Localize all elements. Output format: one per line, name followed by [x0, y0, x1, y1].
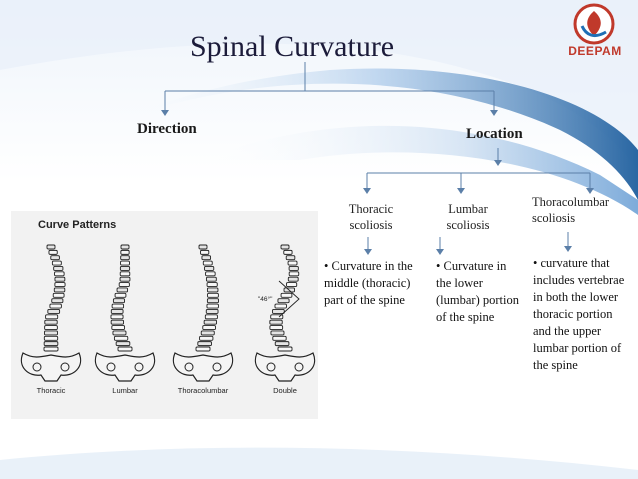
spine-label-double: Double — [273, 386, 297, 395]
location-label: Location — [466, 126, 523, 142]
spine-label-thoracic: Thoracic — [36, 386, 66, 395]
figure-heading: Curve Patterns — [38, 219, 117, 231]
brand-name: DEEPAM — [568, 44, 622, 58]
spine-double — [254, 244, 316, 382]
curve-patterns-figure: Curve Patterns "46°" Thoracic Lumbar Tho… — [11, 211, 318, 419]
type-thoracic-title: Thoracic scoliosis — [348, 202, 394, 232]
direction-label: Direction — [137, 121, 197, 137]
spine-thoracic — [20, 244, 82, 382]
type-thoracolumbar-description: • curvature that includes vertebrae in b… — [533, 256, 625, 372]
type-lumbar-description: • Curvature in the lower (lumbar) portio… — [436, 259, 519, 324]
type-thoracic-description: • Curvature in the middle (thoracic) par… — [324, 259, 413, 307]
spine-thoracolumbar — [172, 244, 234, 382]
type-thoracolumbar-title: Thoracolumbar scoliosis — [532, 195, 610, 225]
spine-lumbar — [94, 244, 156, 382]
spine-label-thoracolumbar: Thoracolumbar — [177, 386, 229, 395]
spine-label-lumbar: Lumbar — [112, 386, 138, 395]
type-lumbar-title: Lumbar scoliosis — [446, 202, 490, 232]
spine-illustrations — [20, 244, 316, 382]
page-title: Spinal Curvature — [190, 30, 395, 63]
angle-annotation: "46°" — [258, 296, 273, 303]
angle-marker — [278, 280, 300, 318]
deepam-logo-icon — [573, 3, 615, 45]
